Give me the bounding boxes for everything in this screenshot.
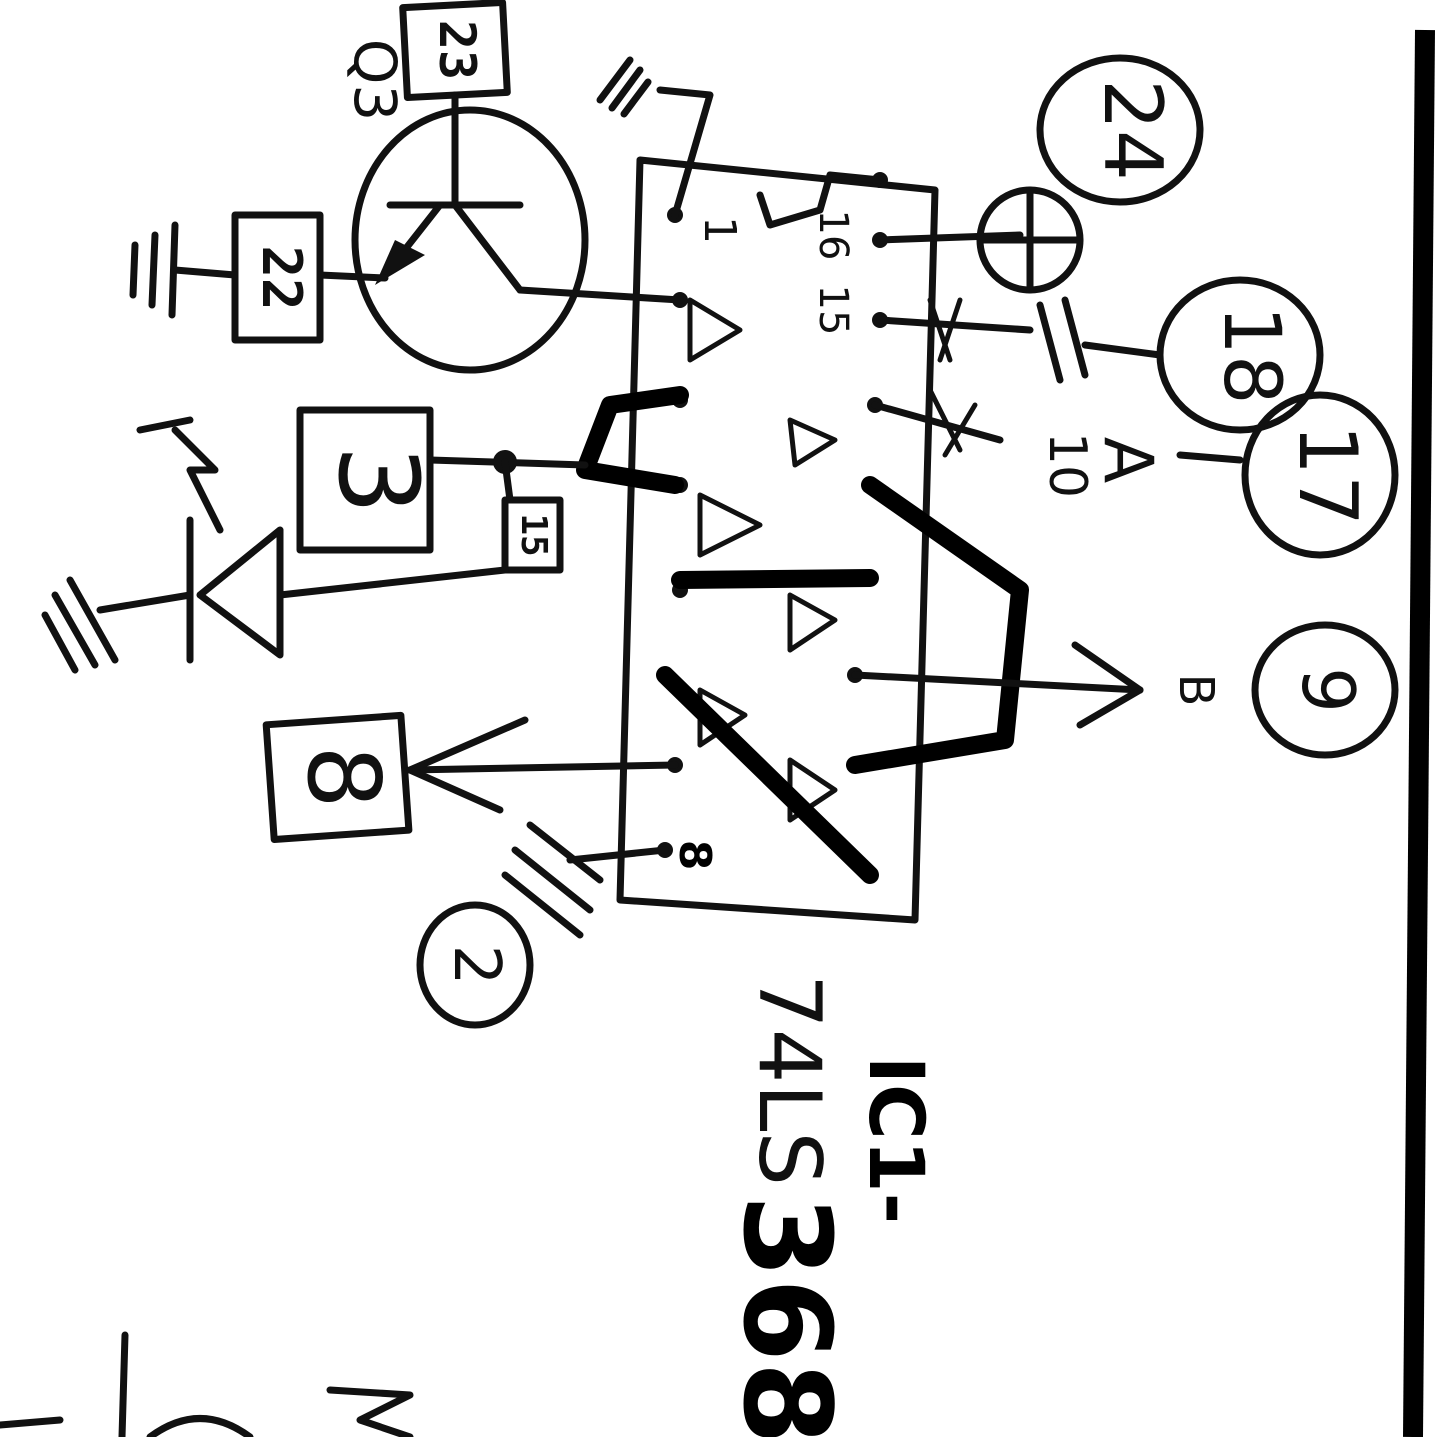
arrow-8-icon: [406, 716, 529, 814]
buffer-gates: [687, 297, 838, 823]
arrow-pin15: [927, 297, 963, 363]
bottom-fragment-line: [118, 1331, 129, 1437]
boxed-label-22: 22: [231, 211, 324, 344]
pin10-wire: [871, 401, 1004, 444]
page-border-line: [1403, 29, 1435, 1437]
ground-symbol-pin8: [501, 821, 604, 939]
output-arrow-icon: [1071, 641, 1144, 729]
ground-symbol-22: [129, 221, 239, 319]
label-24: 24: [1086, 79, 1179, 181]
jumper-wire-3: [656, 666, 879, 884]
circled-label-9: 9: [1251, 621, 1399, 759]
label-15: 15: [513, 513, 554, 556]
jumper-wire-1: [576, 386, 689, 494]
wire-15: [501, 458, 514, 504]
net-label-a: A: [1088, 437, 1167, 484]
label-18: 18: [1206, 305, 1296, 404]
arrow-pin10: [927, 387, 978, 458]
pin10-label: 10: [1037, 432, 1097, 498]
pin15-wire: [876, 316, 1034, 334]
circled-label-18: 18: [1156, 276, 1324, 434]
left-pin-row: [657, 207, 688, 858]
pin1-label: 1: [694, 216, 745, 244]
pin8-ground-wire: [566, 846, 669, 864]
bottom-fragment-4: [326, 1386, 414, 1437]
vcc-crossed-circle-icon: [976, 186, 1084, 294]
vcc-wire: [876, 231, 1024, 244]
label-23: 23: [428, 20, 486, 80]
circled-label-17: 17: [1241, 391, 1399, 559]
jumper-wire-4: [846, 476, 1029, 774]
label-22: 22: [250, 245, 313, 310]
label-3: 3: [314, 445, 442, 515]
boxed-label-15: 15: [501, 496, 564, 574]
wire-22: [316, 271, 389, 282]
pin15-label: 15: [810, 285, 856, 336]
led-diode-icon: [96, 416, 284, 664]
capacitor-symbol: [1036, 296, 1164, 384]
bottom-fragment-3: [146, 1415, 254, 1437]
ic-body-outline: [616, 156, 939, 924]
pin16-wire: [756, 171, 884, 229]
ground-symbol-top: [596, 56, 652, 118]
label-17: 17: [1281, 424, 1374, 526]
jumper-wire-2: [671, 569, 879, 589]
right-pin-row: [847, 172, 888, 773]
boxed-label-8: 8: [262, 711, 413, 844]
boxed-label-3: 3: [296, 406, 442, 554]
transistor-label: Q3: [341, 39, 409, 122]
led-wire: [276, 566, 509, 599]
transistor-symbol: [351, 106, 684, 374]
chip-part-prefix: 74LS: [739, 974, 839, 1186]
chip-label: IC1-: [852, 1056, 941, 1224]
label-2: 2: [439, 945, 513, 986]
ground-symbol-led: [41, 576, 119, 674]
bottom-fragment-2: [0, 1416, 64, 1429]
circled-label-2: 2: [416, 901, 534, 1029]
wire-8: [406, 761, 679, 774]
label-9: 9: [1286, 667, 1370, 713]
output-wire-9: [851, 671, 1144, 694]
label-8: 8: [285, 745, 402, 809]
chip-part-number: 368: [716, 1195, 855, 1437]
pin8-label: 8: [669, 840, 720, 871]
boxed-label-23: 23: [399, 0, 511, 102]
pin16-label: 16: [810, 210, 856, 261]
net-a-wire: [1176, 451, 1244, 464]
ground-wire-top: [656, 86, 714, 219]
circled-label-24: 24: [1036, 54, 1204, 206]
net-label-b: B: [1168, 674, 1224, 707]
